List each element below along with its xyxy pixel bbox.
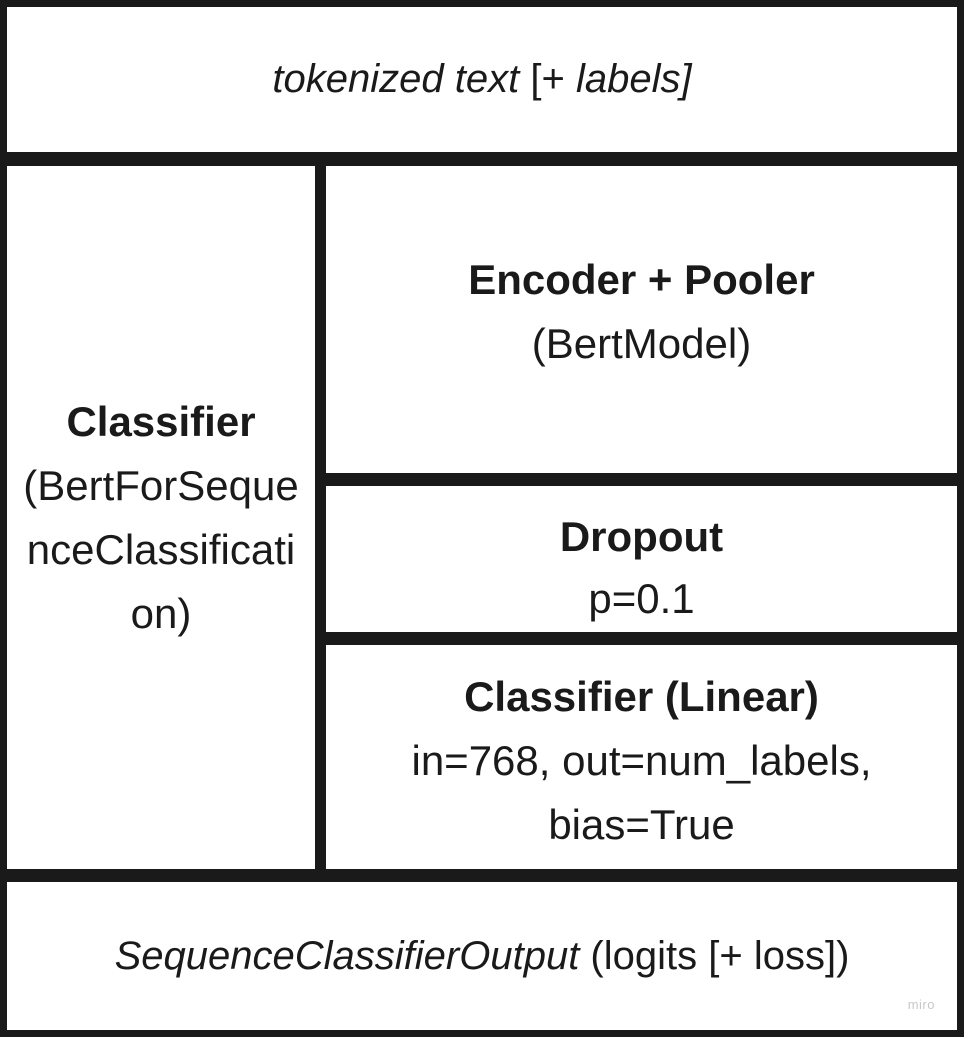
output-type-italic: SequenceClassifierOutput <box>114 933 580 978</box>
encoder-subtitle: (BertModel) <box>531 320 752 367</box>
input-box: tokenized text [+ labels] <box>0 0 964 159</box>
dropout-param: p=0.1 <box>588 575 695 622</box>
input-text-plain: [+ <box>519 57 576 101</box>
dropout-box: Dropout p=0.1 <box>319 479 964 639</box>
linear-params-line1: in=768, out=num_labels, <box>411 737 872 784</box>
encoder-pooler-box: Encoder + Pooler (BertModel) <box>319 159 964 480</box>
input-text-italic: tokenized text <box>272 57 520 101</box>
linear-params-line2: bias=True <box>548 801 735 848</box>
output-box: SequenceClassifierOutput (logits [+ loss… <box>0 875 964 1037</box>
linear-classifier-box: Classifier (Linear) in=768, out=num_labe… <box>319 638 964 876</box>
miro-watermark: miro <box>907 997 935 1012</box>
output-label: SequenceClassifierOutput (logits [+ loss… <box>115 934 850 979</box>
output-text-plain: (logits [+ loss]) <box>579 933 850 978</box>
classifier-subtitle: (BertForSequenceClassification) <box>23 461 299 637</box>
linear-title: Classifier (Linear) <box>464 673 819 720</box>
input-label: tokenized text [+ labels] <box>272 57 691 102</box>
classifier-title: Classifier <box>66 397 256 445</box>
encoder-title: Encoder + Pooler <box>468 256 815 303</box>
classifier-wrapper-box: Classifier (BertForSequenceClassificatio… <box>0 159 322 876</box>
dropout-title: Dropout <box>559 513 724 560</box>
input-labels-italic: labels] <box>575 57 692 101</box>
